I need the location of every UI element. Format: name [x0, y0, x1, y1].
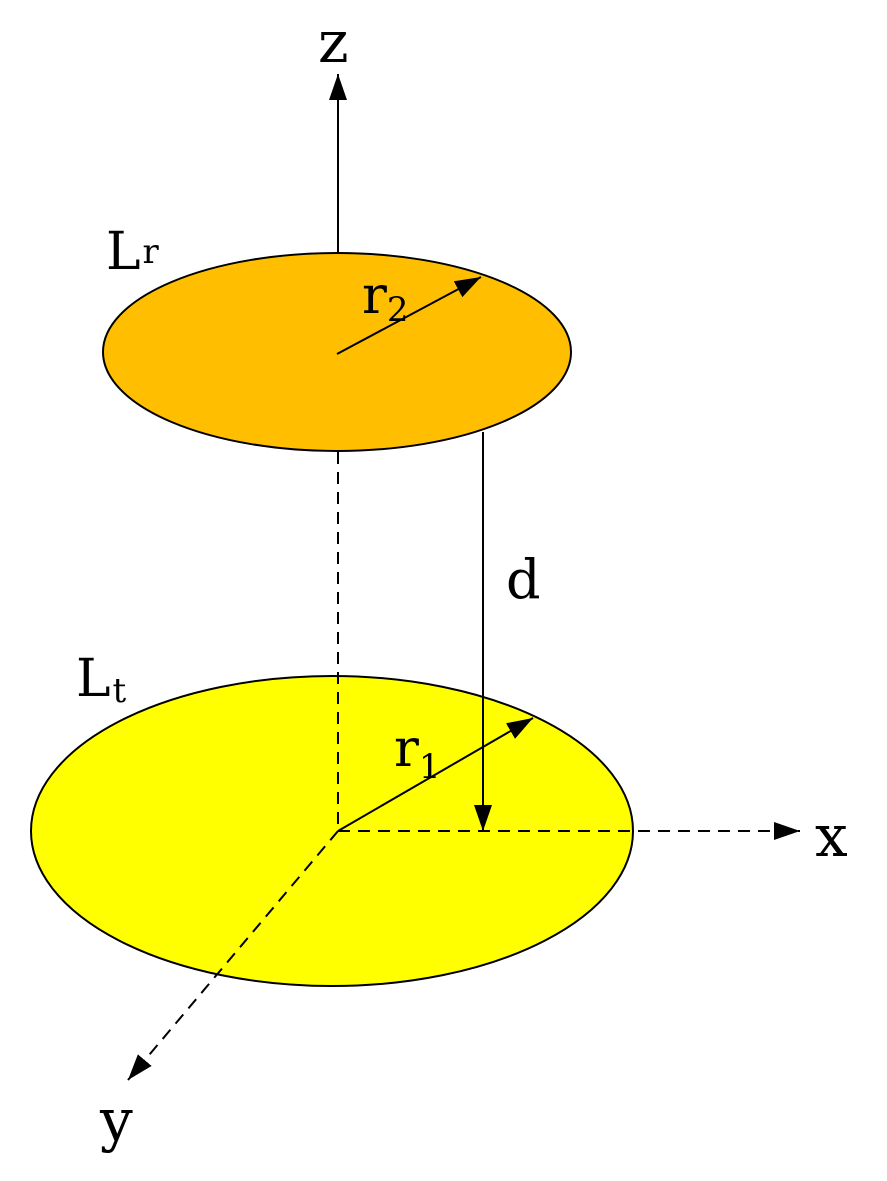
r2-label-main: r — [362, 266, 387, 326]
y-axis-line — [127, 830, 339, 1081]
receiver-coil-label-sub: r — [143, 232, 160, 272]
r2-label-sub: 2 — [387, 290, 409, 330]
distance-label: d — [506, 548, 541, 611]
r1-label-main: r — [394, 719, 419, 779]
transmitter-coil-label-sub: t — [113, 671, 127, 711]
transmitter-coil-label: Lt — [76, 649, 127, 711]
r1-label-sub: 1 — [419, 747, 441, 787]
transmitter-coil-label-main: L — [76, 649, 111, 709]
r2-radius-arrow — [336, 276, 482, 355]
receiver-coil — [102, 252, 572, 452]
r2-label: r2 — [362, 266, 409, 330]
y-axis-label: y — [99, 1086, 133, 1154]
r1-radius-arrow — [337, 717, 534, 832]
receiver-coil-label: Lr — [106, 222, 160, 282]
receiver-coil-label-main: L — [106, 222, 141, 282]
r1-label: r1 — [394, 719, 441, 787]
z-axis-label: z — [318, 8, 349, 76]
x-axis-label: x — [815, 802, 848, 870]
